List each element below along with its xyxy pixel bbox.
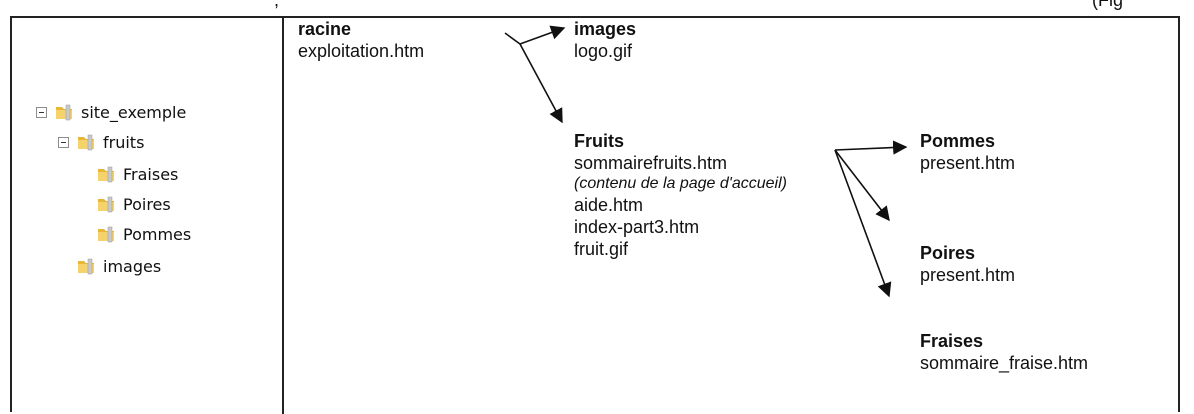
clipped-caption-left: , <box>274 0 280 10</box>
racine-title: racine <box>298 19 352 39</box>
diagram-frame <box>10 16 1180 412</box>
fruits-title: Fruits <box>574 131 625 151</box>
fruits-block: Fruits sommairefruits.htm (contenu de la… <box>574 130 787 260</box>
fraises-title: Fraises <box>920 331 984 351</box>
fruits-file: aide.htm <box>574 195 644 215</box>
images-file: logo.gif <box>574 41 633 61</box>
poires-title: Poires <box>920 243 976 263</box>
arrow-fruits-to-poires <box>834 149 890 222</box>
folder-icon <box>98 196 114 213</box>
tree-node-images[interactable]: images <box>76 254 161 278</box>
arrow-fruits-to-pommes <box>834 140 908 155</box>
tree-label-fruits: fruits <box>103 132 145 152</box>
tree-node-site-exemple[interactable]: site_exemple <box>36 100 186 124</box>
folder-icon <box>98 226 114 243</box>
arrow-racine-to-images <box>504 25 566 45</box>
tree-node-fruits[interactable]: fruits <box>58 130 144 154</box>
fruits-file: index-part3.htm <box>574 217 700 237</box>
folder-icon <box>78 134 94 151</box>
pane-divider <box>282 16 284 414</box>
poires-file: present.htm <box>920 265 1016 285</box>
collapse-toggle-icon[interactable] <box>36 106 47 118</box>
fruits-note: (contenu de la page d'accueil) <box>574 175 787 192</box>
tree-label-pommes: Pommes <box>123 224 192 244</box>
poires-block: Poires present.htm <box>920 242 1015 286</box>
folder-icon <box>78 258 94 275</box>
tree-label-site-exemple: site_exemple <box>81 102 187 122</box>
racine-file: exploitation.htm <box>298 41 425 61</box>
fraises-file: sommaire_fraise.htm <box>920 353 1089 373</box>
tree-node-fraises[interactable]: Fraises <box>96 162 178 186</box>
racine-block: racine exploitation.htm <box>298 18 424 62</box>
fruits-file: fruit.gif <box>574 239 629 259</box>
images-title: images <box>574 19 637 39</box>
arrow-fruits-to-fraises <box>834 149 892 298</box>
images-block: images logo.gif <box>574 18 636 62</box>
tree-label-fraises: Fraises <box>123 164 179 184</box>
clipped-caption-right: (Fig <box>1092 0 1123 10</box>
pommes-title: Pommes <box>920 131 996 151</box>
tree-node-pommes[interactable]: Pommes <box>96 222 191 246</box>
fraises-block: Fraises sommaire_fraise.htm <box>920 330 1088 374</box>
collapse-toggle-icon[interactable] <box>58 136 69 148</box>
clipped-caption: , (Fig <box>0 0 1194 10</box>
arrow-racine-to-fruits <box>519 43 563 124</box>
tree-label-images: images <box>103 256 162 276</box>
tree-label-poires: Poires <box>123 194 171 214</box>
pommes-file: present.htm <box>920 153 1016 173</box>
folder-icon <box>98 166 114 183</box>
tree-node-poires[interactable]: Poires <box>96 192 171 216</box>
pommes-block: Pommes present.htm <box>920 130 1015 174</box>
folder-icon <box>56 104 72 121</box>
fruits-file: sommairefruits.htm <box>574 153 728 173</box>
